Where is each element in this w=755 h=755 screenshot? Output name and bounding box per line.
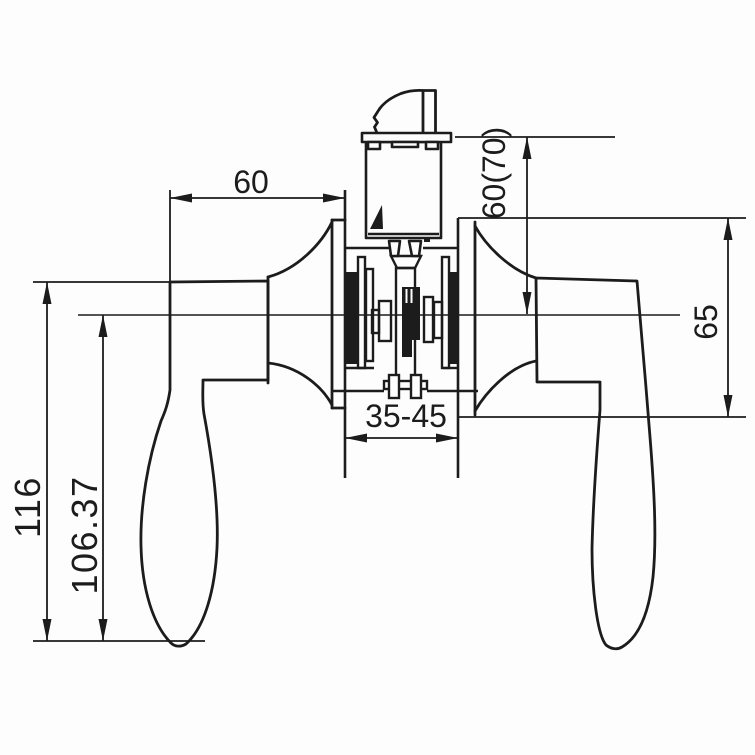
left-lever (139, 279, 270, 648)
key (372, 88, 437, 134)
dim-lever-projection: 60 (169, 164, 345, 282)
dim-overall-length: 116 (7, 281, 205, 642)
left-rose (266, 218, 347, 410)
dim-label-60: 60 (233, 164, 269, 200)
dim-center-length: 106.37 (64, 315, 108, 641)
right-lever (534, 276, 657, 651)
dim-cylinder-height: 60(70) (455, 127, 615, 314)
dim-label-116: 116 (7, 476, 48, 538)
dim-rose-diameter: 65 (458, 217, 746, 418)
dim-label-106-37: 106.37 (64, 475, 105, 594)
lock-chassis (333, 246, 478, 400)
dim-label-35-45: 35-45 (365, 398, 447, 434)
right-rose (473, 220, 538, 417)
dim-door-thickness: 35-45 (344, 392, 459, 478)
cylinder-body (360, 131, 453, 258)
dim-label-65: 65 (688, 304, 724, 340)
dim-label-60-70: 60(70) (476, 127, 512, 220)
